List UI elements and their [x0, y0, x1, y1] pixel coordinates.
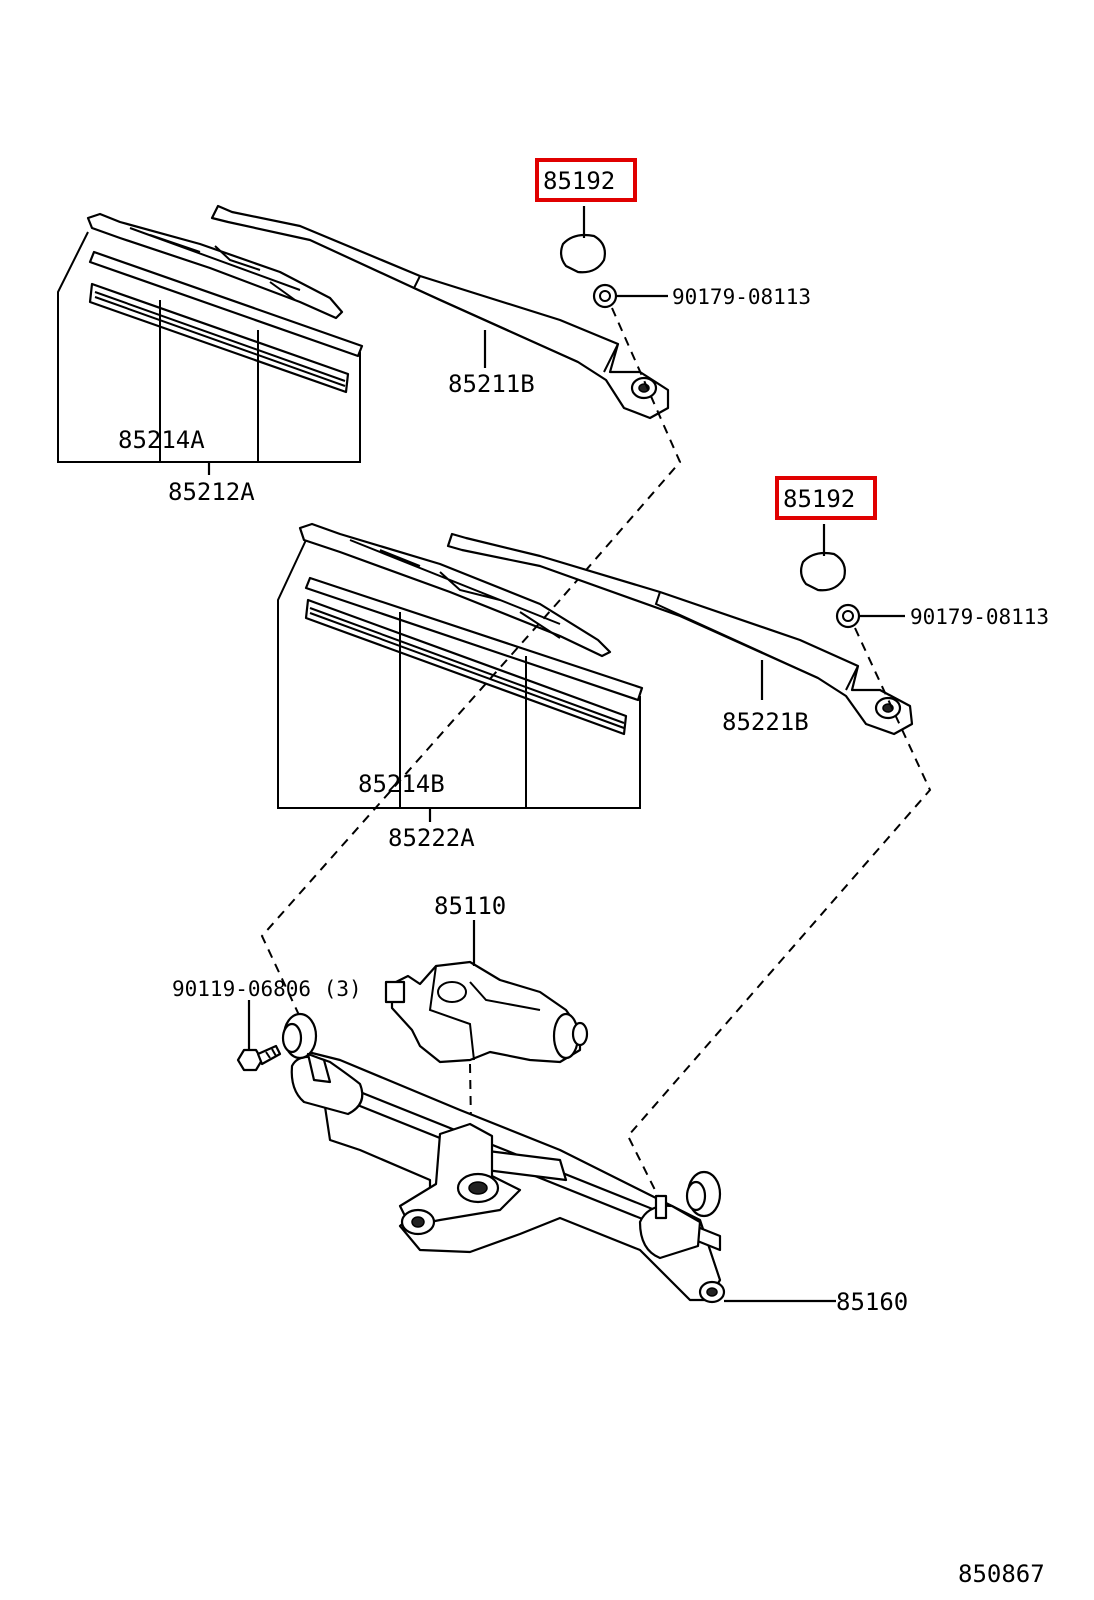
wiper-linkage[interactable]: [281, 1012, 726, 1304]
label-arm-lower[interactable]: 85221B: [722, 708, 809, 736]
wiper-motor[interactable]: [384, 960, 589, 1064]
label-motor[interactable]: 85110: [434, 892, 506, 920]
cap-upper-highlight: [535, 158, 637, 202]
label-cap-lower[interactable]: 85192: [783, 485, 855, 513]
label-arm-upper[interactable]: 85211B: [448, 370, 535, 398]
label-link[interactable]: 85160: [836, 1288, 908, 1316]
blade-assembly-lower[interactable]: [277, 522, 644, 809]
label-bolt[interactable]: 90119-06806 (3): [172, 977, 362, 1001]
cap-lower-highlight: [775, 476, 877, 520]
label-blade-upper[interactable]: 85212A: [168, 478, 255, 506]
label-blade-lower[interactable]: 85222A: [388, 824, 475, 852]
cap-upper[interactable]: [559, 233, 606, 274]
nut-upper[interactable]: [592, 283, 618, 309]
nut-lower[interactable]: [835, 603, 861, 629]
label-nut-lower[interactable]: 90179-08113: [910, 605, 1049, 629]
bolt[interactable]: [236, 1044, 282, 1072]
wiper-arm-upper[interactable]: [210, 204, 670, 420]
diagram-id: 850867: [958, 1560, 1045, 1588]
cap-lower[interactable]: [799, 551, 846, 592]
label-blade-insert-lower[interactable]: 85214B: [358, 770, 445, 798]
label-cap-upper[interactable]: 85192: [543, 167, 615, 195]
label-blade-insert-upper[interactable]: 85214A: [118, 426, 205, 454]
label-nut-upper[interactable]: 90179-08113: [672, 285, 811, 309]
blade-assembly-upper[interactable]: [57, 212, 364, 463]
wiper-arm-lower[interactable]: [446, 532, 914, 736]
